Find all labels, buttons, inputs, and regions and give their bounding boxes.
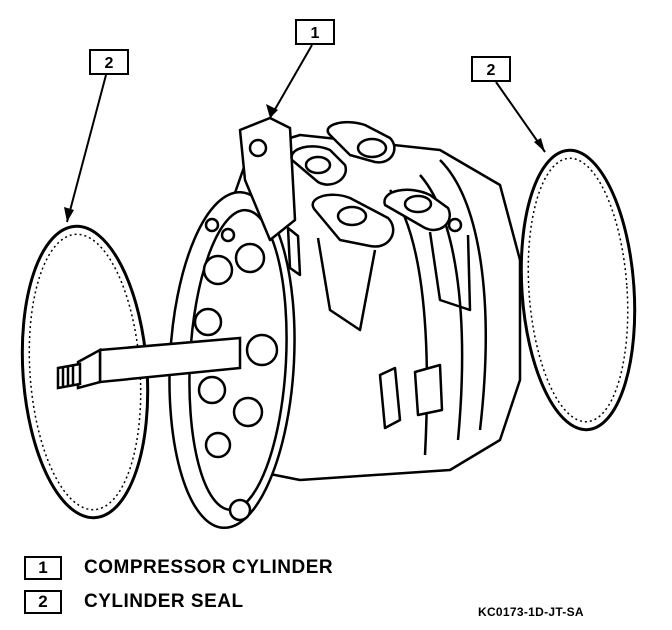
compressor-exploded-view: 1 2 2	[20, 19, 637, 530]
callout-1-number: 1	[311, 25, 320, 42]
callout-2-right: 2	[471, 56, 546, 153]
legend-number-box: 2	[24, 590, 62, 614]
callout-1-top: 1	[266, 19, 335, 119]
legend-item-compressor-cylinder: 1 COMPRESSOR CYLINDER	[24, 553, 333, 583]
figure-reference-code: KC0173-1D-JT-SA	[478, 605, 584, 619]
legend-item-cylinder-seal: 2 CYLINDER SEAL	[24, 587, 244, 617]
compressor-cylinder	[168, 116, 522, 530]
legend-number-box: 1	[24, 556, 62, 580]
legend-label: COMPRESSOR CYLINDER	[84, 557, 334, 578]
cylinder-seal-right	[519, 148, 637, 432]
callout-2-right-number: 2	[487, 62, 496, 79]
compressor-shaft	[56, 336, 242, 390]
callout-2-left: 2	[64, 49, 129, 223]
callout-2-left-number: 2	[105, 55, 114, 72]
legend-label: CYLINDER SEAL	[84, 591, 244, 612]
